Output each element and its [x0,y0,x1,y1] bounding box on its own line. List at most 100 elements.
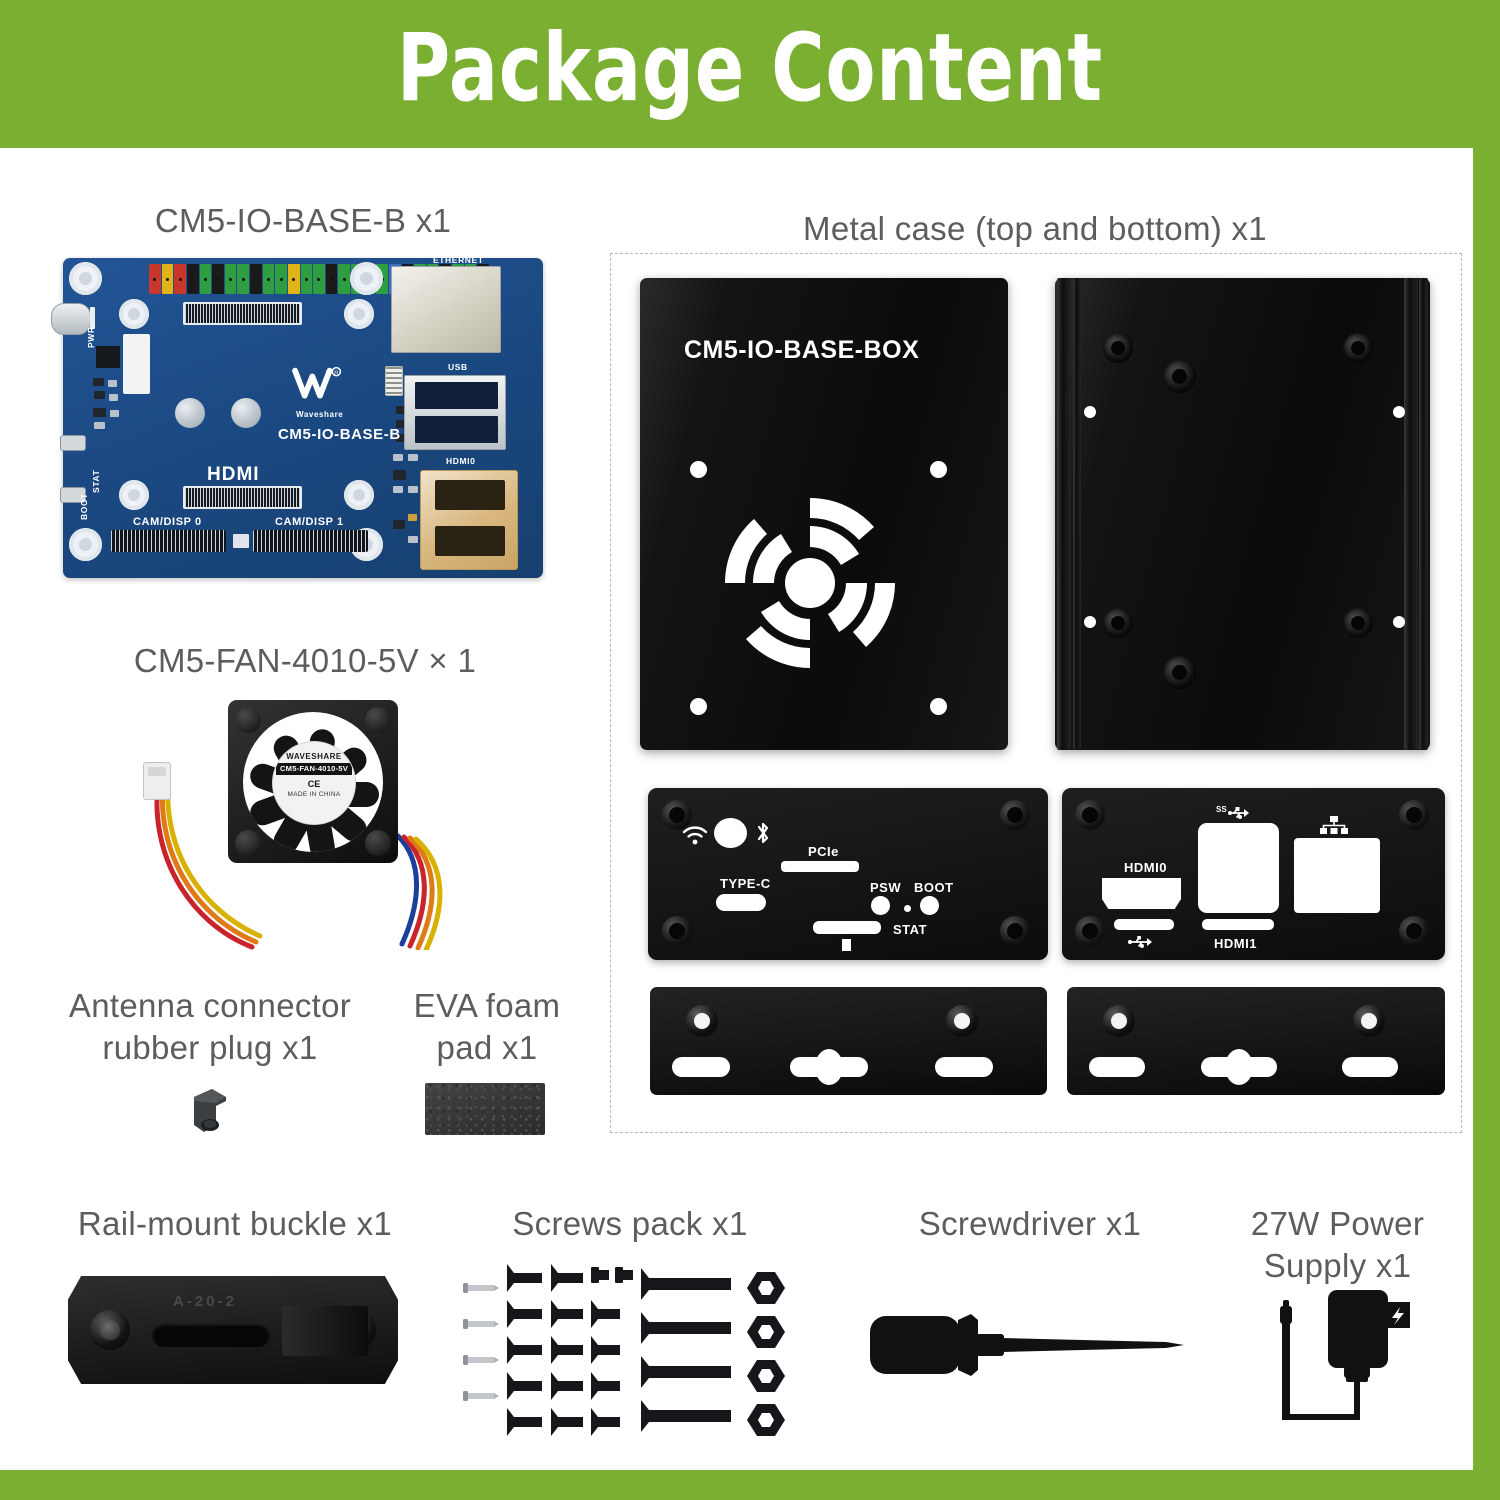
mount-hole [344,480,374,510]
case-standoff [1103,333,1133,363]
fan-connector-plug [143,762,171,800]
silk-cam-disp-0: CAM/DISP 0 [133,516,202,528]
fan-connector [385,366,403,396]
bracket-screw-hole [1103,1005,1135,1037]
case-side-rail [1073,278,1081,750]
panel-label-hdmi0: HDMI0 [1124,860,1167,875]
fan-vent-pattern [695,468,925,698]
smd-part [94,422,105,429]
micro-usb-port [60,435,86,451]
case-side-rail [1057,278,1071,750]
mount-hole [350,262,383,295]
fan-origin: MADE IN CHINA [287,790,341,798]
smd-part [408,514,417,521]
smd-part [108,380,117,387]
page-title: Package Content [396,14,1104,123]
hdmi1-cut [1202,919,1274,930]
bracket-screw-hole [946,1005,978,1037]
caption-metal-case: Metal case (top and bottom) x1 [803,210,1267,247]
pcie-slot-cut [781,861,859,872]
metal-case-top: CM5-IO-BASE-BOX [640,278,1008,750]
silk-ethernet: ETHERNET [433,255,484,265]
ethernet-cut [1294,838,1380,913]
fan-screw-hole [365,707,391,733]
case-vent-dot [1084,616,1096,628]
board-connector-top [183,302,302,325]
smd-part [109,394,118,401]
case-screw-hole [690,461,707,478]
mount-hole [119,299,149,329]
case-screw-hole [930,461,947,478]
ethernet-port [391,266,501,353]
micro-usb-port [60,487,86,503]
cam-disp-1-connector [253,530,368,552]
type-c-cut [716,894,766,911]
cm5-fan-4010-5v: WAVESHARE CM5-FAN-4010-5V CE MADE IN CHI… [228,700,398,863]
bluetooth-icon [754,820,772,846]
fan-ce-mark: CE [307,778,321,789]
bracket-screw-hole [1353,1005,1385,1037]
panel-screw-hole [1399,916,1429,946]
mounting-bracket-left [650,987,1047,1095]
caption-rubber-plug: Antenna connector rubber plug x1 [68,987,352,1066]
case-standoff [1103,608,1133,638]
usb-inner [415,416,498,443]
usb-ss-icon: SS [1214,802,1252,820]
smd-part [396,420,408,428]
buckle-spring-clip [282,1306,368,1356]
silk-hdmi0: HDMI0 [446,456,476,466]
standoff-pad [231,398,261,428]
psw-button-cut [871,896,890,915]
screwdriver [866,1290,1196,1400]
case-box-label: CM5-IO-BASE-BOX [684,336,920,364]
metal-case-group-border [610,253,1462,1133]
case-side-rail [1419,278,1428,750]
board-connector-bottom [183,486,302,509]
case-center-boss [1163,656,1196,689]
smd-part [93,408,106,417]
sd-card-cut [813,921,881,934]
antenna-rubber-plug [186,1085,232,1137]
ic-chip [96,346,120,368]
bracket-slot [1342,1057,1398,1077]
smd-part [110,410,119,417]
fan-screw-hole [235,707,261,733]
fan-model: CM5-FAN-4010-5V [276,762,352,775]
caption-fan: CM5-FAN-4010-5V × 1 [133,642,477,679]
panel-label-type-c: TYPE-C [720,876,771,891]
hdmi0-cut [1102,878,1181,909]
svg-text:R: R [334,371,338,377]
case-side-rail [1404,278,1418,750]
buckle-slot [152,1323,270,1347]
eva-foam-pad [425,1083,545,1135]
mounting-bracket-right [1067,987,1445,1095]
silk-brand: Waveshare [296,410,344,419]
panel-screw-hole [1075,916,1105,946]
screws-pack [455,1258,805,1458]
case-screw-hole [930,698,947,715]
metal-case-bottom [1055,278,1430,750]
cm5-io-base-b-board: ETHERNET USB HDMI0 HDMI CAM/DISP 0 CAM/D… [51,255,543,578]
silk-usb: USB [448,362,468,372]
power-supply-27w [1262,1280,1432,1450]
bracket-slot [672,1057,730,1077]
smd-part [396,406,408,414]
fan-label: WAVESHARE CM5-FAN-4010-5V CE MADE IN CHI… [272,740,356,825]
smd-part [93,378,104,386]
usb-c-pin-row [90,307,95,329]
io-panel-right: SS HDMI0 [1062,788,1445,960]
panel-label-stat: STAT [893,922,928,937]
sd-card-notch [842,939,851,951]
antenna-hole [714,818,747,848]
smd-part [393,470,406,480]
panel-label-hdmi1: HDMI1 [1214,936,1257,951]
panel-screw-hole [1000,800,1030,830]
buckle-screw-hole [90,1310,130,1350]
bracket-slot [935,1057,993,1077]
panel-screw-hole [1075,800,1105,830]
mount-hole [344,299,374,329]
fan-screw-hole [365,830,391,856]
smd-part [396,434,408,442]
smd-part [94,391,105,399]
